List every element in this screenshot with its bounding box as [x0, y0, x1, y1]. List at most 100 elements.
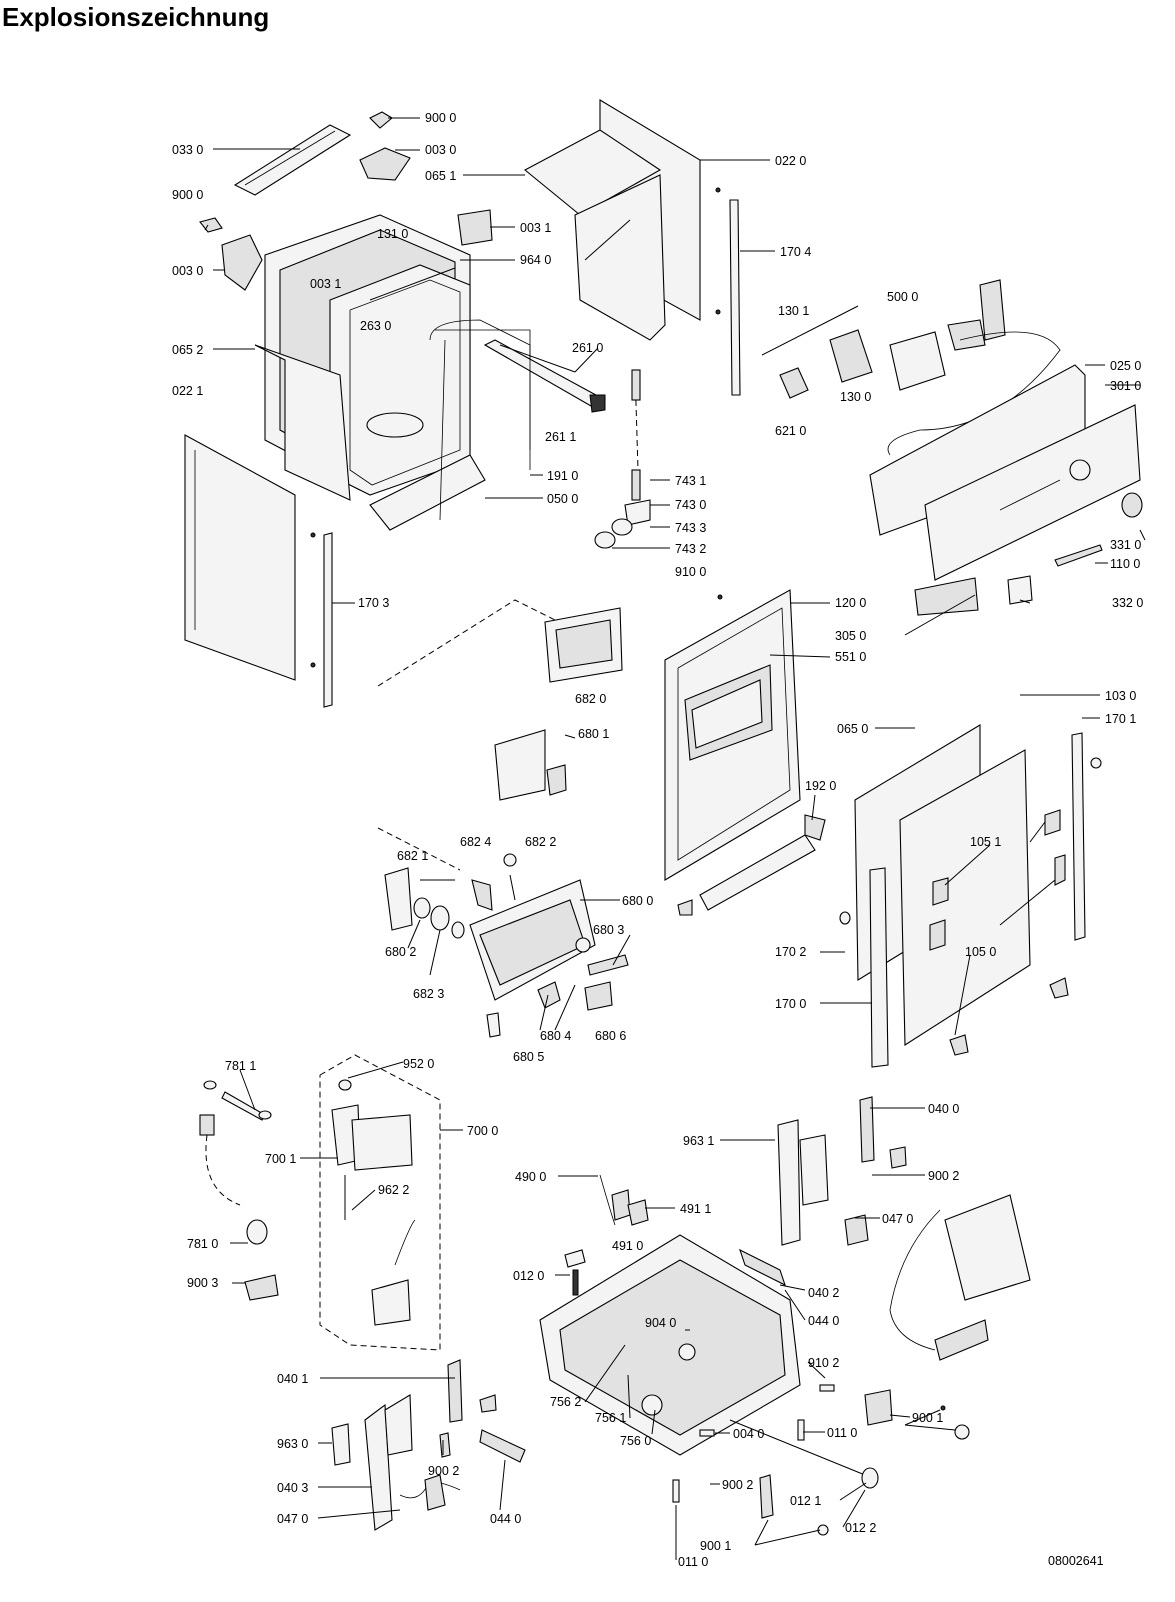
label-012-1: 012 1 — [790, 1494, 821, 1508]
right-bottom-brackets — [672, 1096, 1031, 1536]
spray-arm — [429, 319, 606, 450]
control-electronics — [761, 279, 1143, 616]
label-022-0: 022 0 — [775, 154, 806, 168]
label-040-3: 040 3 — [277, 1481, 308, 1495]
label-682-1: 682 1 — [397, 849, 428, 863]
label-900-3: 900 3 — [187, 1276, 218, 1290]
label-012-0: 012 0 — [513, 1269, 544, 1283]
leader-lines — [204, 117, 1146, 1560]
label-680-0: 680 0 — [622, 894, 653, 908]
label-012-2: 012 2 — [845, 1521, 876, 1535]
label-170-0: 170 0 — [775, 997, 806, 1011]
label-003-1-b: 003 1 — [310, 277, 341, 291]
label-500-0: 500 0 — [887, 290, 918, 304]
label-491-0: 491 0 — [612, 1239, 643, 1253]
side-strip-left — [310, 532, 333, 708]
label-003-0-a: 003 0 — [425, 143, 456, 157]
label-680-5: 680 5 — [513, 1050, 544, 1064]
filter-frame — [377, 599, 623, 687]
door-inner — [664, 589, 801, 881]
label-680-2: 680 2 — [385, 945, 416, 959]
label-003-1-a: 003 1 — [520, 221, 551, 235]
label-025-0: 025 0 — [1110, 359, 1141, 373]
label-040-0: 040 0 — [928, 1102, 959, 1116]
drain-hose — [199, 1080, 279, 1301]
label-011-0-b: 011 0 — [678, 1555, 708, 1569]
label-910-2: 910 2 — [808, 1356, 839, 1370]
page-title: Explosionszeichnung — [2, 2, 269, 32]
label-756-2: 756 2 — [550, 1395, 581, 1409]
label-131-0: 131 0 — [377, 227, 408, 241]
label-332-0: 332 0 — [1112, 596, 1143, 610]
label-490-0: 490 0 — [515, 1170, 546, 1184]
label-743-2: 743 2 — [675, 542, 706, 556]
label-900-0-b: 900 0 — [172, 188, 203, 202]
tub-assembly — [254, 214, 531, 531]
label-491-1: 491 1 — [680, 1202, 711, 1216]
label-743-1: 743 1 — [675, 474, 706, 488]
drawing-number: 08002641 — [1048, 1554, 1104, 1568]
label-756-0: 756 0 — [620, 1434, 651, 1448]
label-743-3: 743 3 — [675, 521, 706, 535]
label-170-1: 170 1 — [1105, 712, 1136, 726]
top-cover-plate — [233, 124, 352, 196]
label-120-0: 120 0 — [835, 596, 866, 610]
side-strip-right — [715, 187, 741, 396]
label-301-0: 301 0 — [1110, 379, 1141, 393]
top-brackets — [199, 111, 493, 291]
label-065-1: 065 1 — [425, 169, 456, 183]
label-331-0: 331 0 — [1110, 538, 1141, 552]
label-551-0: 551 0 — [835, 650, 866, 664]
pump-module — [319, 1054, 441, 1351]
label-910-0: 910 0 — [675, 565, 706, 579]
dispenser-group — [377, 729, 629, 1038]
label-900-0-a: 900 0 — [425, 111, 456, 125]
label-904-0: 904 0 — [645, 1316, 676, 1330]
label-103-0: 103 0 — [1105, 689, 1136, 703]
label-040-1: 040 1 — [277, 1372, 308, 1386]
label-065-2: 065 2 — [172, 343, 203, 357]
label-621-0: 621 0 — [775, 424, 806, 438]
label-004-0: 004 0 — [733, 1427, 764, 1441]
valve-parts — [594, 369, 723, 600]
label-105-1: 105 1 — [970, 835, 1001, 849]
label-192-0: 192 0 — [805, 779, 836, 793]
label-170-3: 170 3 — [358, 596, 389, 610]
label-680-3: 680 3 — [593, 923, 624, 937]
label-963-1: 963 1 — [683, 1134, 714, 1148]
label-261-0: 261 0 — [572, 341, 603, 355]
label-033-0: 033 0 — [172, 143, 203, 157]
part-number-labels: 900 0 033 0 003 0 900 0 065 1 022 0 131 … — [172, 111, 1143, 1569]
label-964-0: 964 0 — [520, 253, 551, 267]
label-261-1: 261 1 — [545, 430, 576, 444]
label-682-0: 682 0 — [575, 692, 606, 706]
label-065-0: 065 0 — [837, 722, 868, 736]
label-680-4: 680 4 — [540, 1029, 571, 1043]
label-900-1-a: 900 1 — [912, 1411, 943, 1425]
label-680-1: 680 1 — [578, 727, 609, 741]
label-900-1-b: 900 1 — [700, 1539, 731, 1553]
label-047-0-b: 047 0 — [277, 1512, 308, 1526]
label-962-2: 962 2 — [378, 1183, 409, 1197]
label-743-0: 743 0 — [675, 498, 706, 512]
label-952-0: 952 0 — [403, 1057, 434, 1071]
label-011-0-a: 011 0 — [827, 1426, 857, 1440]
label-050-0: 050 0 — [547, 492, 578, 506]
label-044-0-a: 044 0 — [808, 1314, 839, 1328]
label-700-1: 700 1 — [265, 1152, 296, 1166]
label-680-6: 680 6 — [595, 1029, 626, 1043]
label-682-4: 682 4 — [460, 835, 491, 849]
label-170-4: 170 4 — [780, 245, 811, 259]
label-003-0-b: 003 0 — [172, 264, 203, 278]
label-044-0-b: 044 0 — [490, 1512, 521, 1526]
label-170-2: 170 2 — [775, 945, 806, 959]
label-105-0: 105 0 — [965, 945, 996, 959]
label-130-1: 130 1 — [778, 304, 809, 318]
label-022-1: 022 1 — [172, 384, 203, 398]
rear-panel — [524, 99, 701, 341]
label-191-0: 191 0 — [547, 469, 578, 483]
label-700-0: 700 0 — [467, 1124, 498, 1138]
door-hinge-arm — [677, 814, 826, 916]
label-682-3: 682 3 — [413, 987, 444, 1001]
